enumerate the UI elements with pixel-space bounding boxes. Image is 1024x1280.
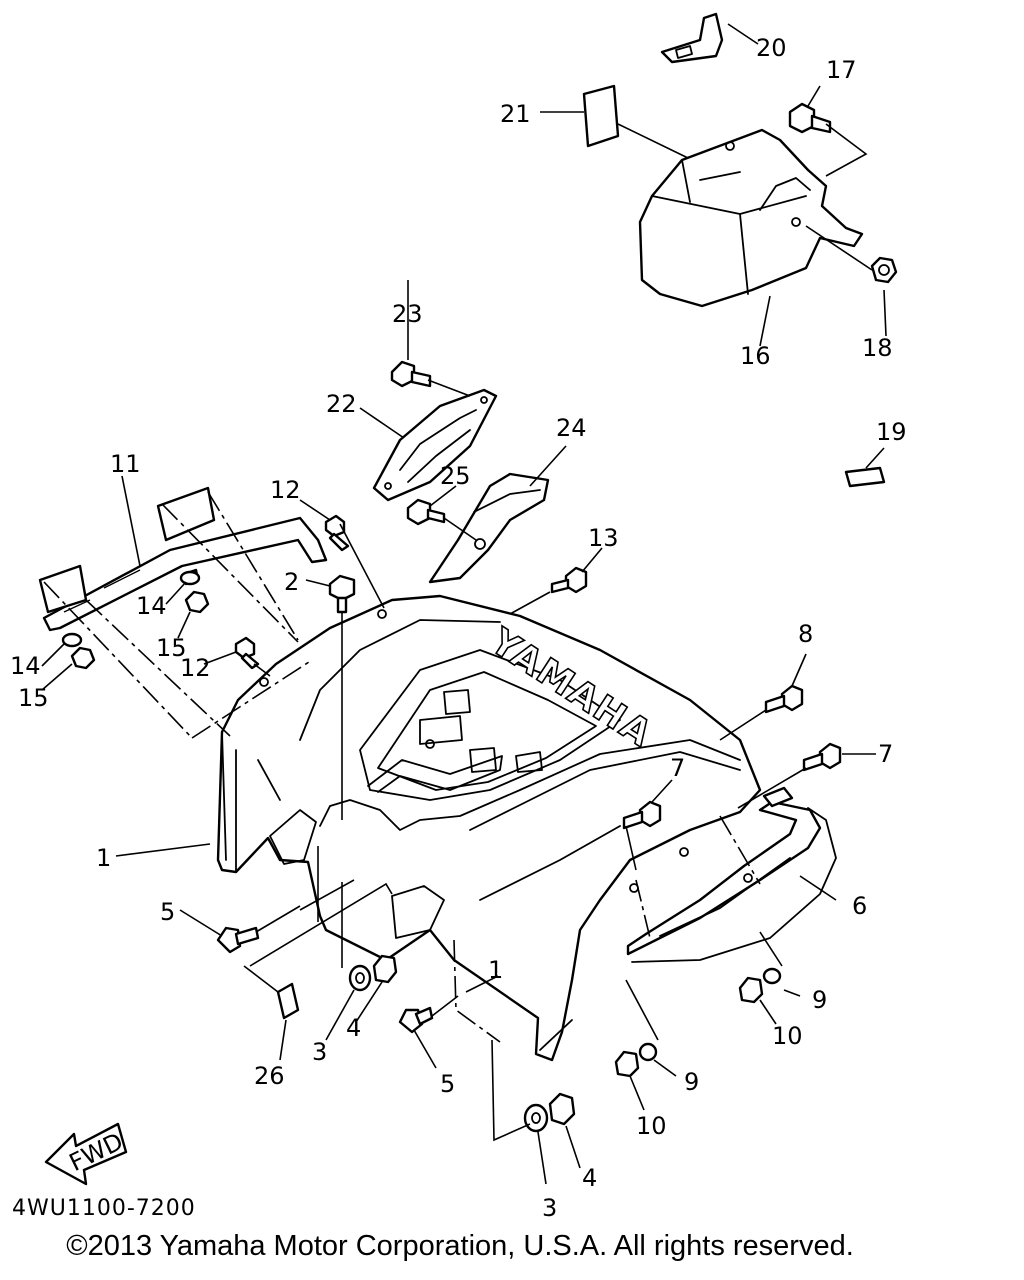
part-6-side-guard[interactable] bbox=[626, 786, 837, 963]
part-4-nut-a[interactable] bbox=[372, 954, 398, 984]
part-25-bolt[interactable] bbox=[406, 498, 446, 526]
part-8-screw[interactable] bbox=[764, 684, 804, 714]
forward-direction-arrow-icon: FWD bbox=[44, 1122, 127, 1186]
part-21-label[interactable] bbox=[582, 84, 620, 148]
callout-25: 25 bbox=[440, 462, 471, 490]
part-15-nut-b[interactable] bbox=[70, 646, 96, 670]
callout-17: 17 bbox=[826, 56, 857, 84]
part-18-nut[interactable] bbox=[870, 256, 898, 284]
part-1-rear-fender[interactable]: YAMAHA bbox=[216, 594, 762, 1062]
callout-1: 1 bbox=[96, 844, 111, 872]
callout-16: 16 bbox=[740, 342, 771, 370]
callout-13: 13 bbox=[588, 524, 619, 552]
part-9-washer-b[interactable] bbox=[638, 1042, 658, 1062]
part-10-nut-b[interactable] bbox=[614, 1050, 640, 1078]
part-3-washer-b[interactable] bbox=[523, 1103, 549, 1133]
callout-15-lower: 15 bbox=[18, 684, 49, 712]
part-24-bracket[interactable] bbox=[428, 472, 550, 584]
callout-10-right: 10 bbox=[772, 1022, 803, 1050]
callout-12-lower: 12 bbox=[180, 654, 211, 682]
callout-21: 21 bbox=[500, 100, 531, 128]
copyright-notice: ©2013 Yamaha Motor Corporation, U.S.A. A… bbox=[66, 1230, 854, 1262]
callout-7-left: 7 bbox=[670, 754, 685, 782]
callout-20: 20 bbox=[756, 34, 787, 62]
callout-23: 23 bbox=[392, 300, 423, 328]
callout-14-upper: 14 bbox=[136, 592, 167, 620]
callout-15-upper: 15 bbox=[156, 634, 187, 662]
part-15-nut-a[interactable] bbox=[184, 590, 210, 614]
part-13-screw[interactable] bbox=[550, 566, 588, 594]
callout-5-left: 5 bbox=[160, 898, 175, 926]
part-3-washer-a[interactable] bbox=[348, 964, 372, 992]
callout-14-lower: 14 bbox=[10, 652, 41, 680]
callout-1-lower: 1 bbox=[488, 956, 503, 984]
part-14-washer-a[interactable] bbox=[179, 570, 201, 586]
callout-6: 6 bbox=[852, 892, 867, 920]
part-23-bolt[interactable] bbox=[390, 360, 432, 388]
callout-9-right: 9 bbox=[812, 986, 827, 1014]
part-7-screw-left[interactable] bbox=[622, 800, 662, 830]
callout-22: 22 bbox=[326, 390, 357, 418]
part-5-bolt-right[interactable] bbox=[398, 1006, 434, 1034]
callout-12-top: 12 bbox=[270, 476, 301, 504]
part-4-nut-b[interactable] bbox=[548, 1092, 576, 1126]
callout-9-lower: 9 bbox=[684, 1068, 699, 1096]
assembly-lines bbox=[41, 23, 887, 1185]
callout-2: 2 bbox=[284, 568, 299, 596]
part-22-plate[interactable] bbox=[372, 388, 498, 502]
part-12-screw-lower[interactable] bbox=[234, 636, 260, 670]
part-11-mud-flaps[interactable] bbox=[38, 486, 328, 632]
part-9-washer-a[interactable] bbox=[762, 967, 782, 985]
callout-18: 18 bbox=[862, 334, 893, 362]
callout-5-right: 5 bbox=[440, 1070, 455, 1098]
part-5-bolt-left[interactable] bbox=[216, 926, 260, 954]
part-17-bolt[interactable] bbox=[788, 102, 832, 134]
part-26-clip[interactable] bbox=[276, 982, 300, 1020]
part-10-nut-a[interactable] bbox=[738, 976, 764, 1004]
callout-19: 19 bbox=[876, 418, 907, 446]
callout-3-left: 3 bbox=[312, 1038, 327, 1066]
part-19-pad[interactable] bbox=[844, 466, 886, 488]
part-14-washer-b[interactable] bbox=[61, 632, 83, 648]
callout-7-right: 7 bbox=[878, 740, 893, 768]
diagram-code: 4WU1100-7200 bbox=[12, 1196, 196, 1221]
part-20-clip[interactable] bbox=[660, 12, 724, 64]
part-2-bolt[interactable] bbox=[328, 574, 356, 614]
part-7-screw-right[interactable] bbox=[802, 742, 842, 772]
callout-4-left: 4 bbox=[346, 1014, 361, 1042]
callout-26: 26 bbox=[254, 1062, 285, 1090]
callout-10-lower: 10 bbox=[636, 1112, 667, 1140]
callout-numbers: 20 17 21 16 18 19 23 22 24 25 11 12 13 2… bbox=[10, 34, 907, 1222]
part-16-cover[interactable] bbox=[638, 128, 864, 308]
callout-8: 8 bbox=[798, 620, 813, 648]
callout-24: 24 bbox=[556, 414, 587, 442]
callout-4-lower: 4 bbox=[582, 1164, 597, 1192]
callout-11: 11 bbox=[110, 450, 141, 478]
callout-3-lower: 3 bbox=[542, 1194, 557, 1222]
